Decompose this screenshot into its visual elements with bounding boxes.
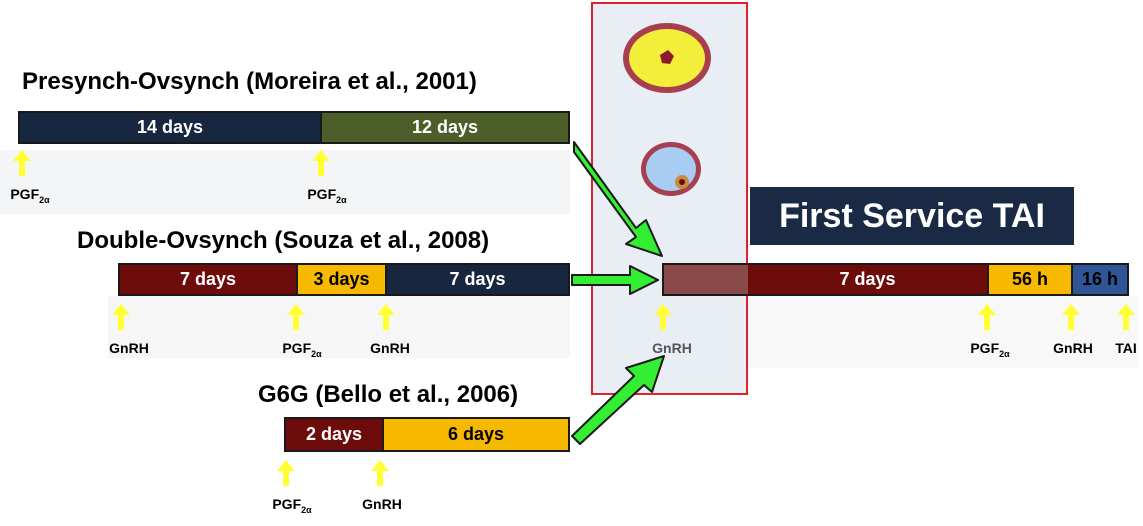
injection-label: PGF2α: [307, 186, 347, 205]
protocol-title-presynch: Presynch-Ovsynch (Moreira et al., 2001): [22, 68, 477, 95]
connector-arrow-double-ovsynch: [571, 265, 659, 295]
timeline-segment: 2 days: [284, 417, 384, 452]
timeline-segment: 7 days: [748, 263, 989, 296]
timeline-segment: 3 days: [296, 263, 387, 296]
follicle-illustration: [641, 142, 701, 196]
injection-arrow: [287, 304, 305, 330]
injection-arrow: [654, 304, 672, 330]
corpus-luteum-illustration: [623, 23, 711, 93]
injection-label: PGF2α: [970, 340, 1010, 359]
injection-arrow: [312, 150, 330, 176]
protocol-title-double-ovsynch: Double-Ovsynch (Souza et al., 2008): [77, 227, 490, 254]
timeline-segment: 14 days: [18, 111, 322, 144]
injection-label: TAI: [1115, 340, 1137, 356]
injection-arrow: [112, 304, 130, 330]
connector-arrows: [571, 141, 665, 445]
background-panel: [108, 296, 570, 358]
timeline-segment: 12 days: [320, 111, 570, 144]
timeline-segment: 7 days: [385, 263, 570, 296]
injection-arrow: [13, 150, 31, 176]
injection-arrow: [1117, 304, 1135, 330]
timeline-segment: [662, 263, 750, 296]
timeline-segment: 6 days: [382, 417, 570, 452]
timeline-segment: 16 h: [1071, 263, 1129, 296]
injection-label: PGF2α: [272, 496, 312, 515]
injection-arrow: [377, 304, 395, 330]
injection-label: GnRH: [1053, 340, 1093, 356]
injection-label: PGF2α: [10, 186, 50, 205]
injection-arrow: [277, 460, 295, 486]
first-service-title: First Service TAI: [750, 187, 1074, 245]
connector-arrow-presynch: [573, 141, 663, 257]
injection-label: GnRH: [370, 340, 410, 356]
timeline-segment: 56 h: [987, 263, 1073, 296]
injection-label: GnRH: [652, 340, 692, 356]
protocol-title-g6g: G6G (Bello et al., 2006): [258, 381, 519, 408]
timeline-segment: 7 days: [118, 263, 298, 296]
background-panel: [0, 150, 570, 214]
connector-arrow-g6g: [571, 355, 665, 445]
injection-arrow: [978, 304, 996, 330]
injection-arrow: [371, 460, 389, 486]
injection-label: GnRH: [362, 496, 402, 512]
injection-label: PGF2α: [282, 340, 322, 359]
injection-label: GnRH: [109, 340, 149, 356]
injection-arrow: [1062, 304, 1080, 330]
